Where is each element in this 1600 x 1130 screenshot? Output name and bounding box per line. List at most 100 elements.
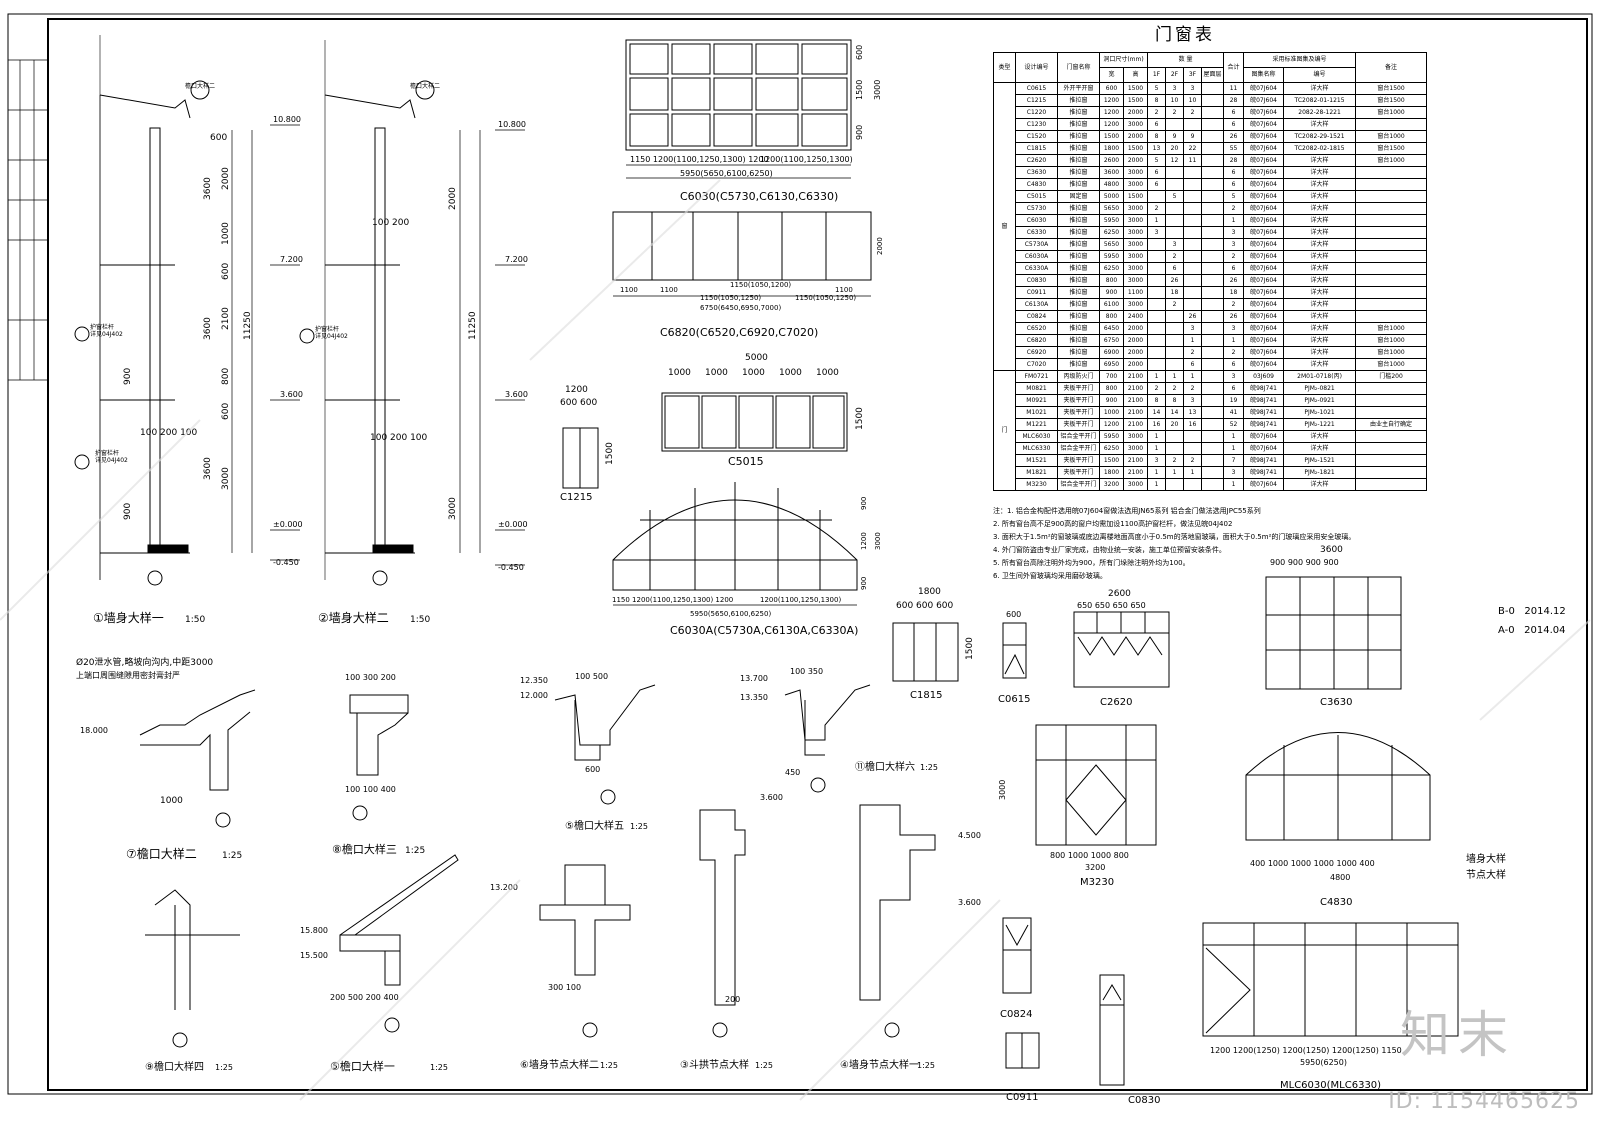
- svg-text:1:25: 1:25: [215, 1063, 233, 1072]
- table-cell: 皖07J604: [1243, 358, 1285, 371]
- table-cell: 皖07J604: [1243, 118, 1285, 131]
- table-cell: [1200, 214, 1225, 227]
- wall-section-2: [299, 40, 525, 586]
- table-cell: [1355, 226, 1428, 239]
- table-cell: 皖07J604: [1243, 310, 1285, 323]
- svg-text:详见04J402: 详见04J402: [315, 332, 348, 340]
- table-cell: [1200, 466, 1225, 479]
- svg-text:1100: 1100: [620, 286, 638, 294]
- table-cell: 5950: [1099, 214, 1124, 227]
- table-cell: 55: [1223, 142, 1245, 155]
- svg-text:1500: 1500: [965, 637, 975, 660]
- table-cell: 推拉窗: [1057, 238, 1100, 251]
- table-cell: [1200, 130, 1225, 143]
- svg-text:护窗栏杆: 护窗栏杆: [90, 323, 114, 331]
- svg-text:3.600: 3.600: [958, 898, 981, 907]
- table-cell: 1: [1183, 334, 1202, 347]
- table-cell: 6: [1223, 106, 1245, 119]
- table-cell: 推拉窗: [1057, 274, 1100, 287]
- table-cell: 4800: [1099, 178, 1124, 191]
- table-cell: [1355, 262, 1428, 275]
- table-cell: PJM₂-1221: [1283, 418, 1357, 431]
- svg-text:12.350: 12.350: [520, 676, 548, 685]
- table-cell: PJM₂-0921: [1283, 394, 1357, 407]
- window-c6030: [625, 39, 852, 179]
- table-cell: 窗台1000: [1355, 358, 1428, 371]
- table-cell: M1821: [1015, 466, 1058, 479]
- table-cell: 1: [1223, 478, 1245, 491]
- table-cell: 窗台1000: [1355, 130, 1428, 143]
- table-cell: 12: [1165, 154, 1184, 167]
- table-cell: 2000: [1123, 322, 1148, 335]
- table-cell: 6: [1147, 118, 1166, 131]
- table-cell: 1: [1223, 214, 1245, 227]
- table-cell: 3: [1165, 238, 1184, 251]
- table-cell: [1355, 382, 1428, 395]
- window-c5015: [661, 392, 848, 452]
- table-cell: 皖07J604: [1243, 250, 1285, 263]
- table-cell: C6520: [1015, 322, 1058, 335]
- table-cell: 详大样: [1283, 238, 1357, 251]
- table-cell: 夹板平开门: [1057, 406, 1100, 419]
- table-cell: 皖07J604: [1243, 154, 1285, 167]
- svg-text:3.600: 3.600: [760, 793, 783, 802]
- table-cell: [1355, 202, 1428, 215]
- table-cell: 1: [1147, 214, 1166, 227]
- svg-text:100 350: 100 350: [790, 667, 823, 676]
- table-cell: MLC6330: [1015, 442, 1058, 455]
- table-cell: 推拉窗: [1057, 310, 1100, 323]
- table-cell: 由业主自行确定: [1355, 418, 1428, 431]
- table-cell: 皖07J604: [1243, 94, 1285, 107]
- th-roof: 屋面层: [1200, 67, 1225, 83]
- table-cell: 1: [1165, 466, 1184, 479]
- table-cell: [1200, 358, 1225, 371]
- table-cell: 26: [1223, 274, 1245, 287]
- table-cell: 1: [1223, 334, 1245, 347]
- table-cell: 600: [1099, 82, 1124, 95]
- table-cell: 皖98J741: [1243, 418, 1285, 431]
- table-cell: [1200, 166, 1225, 179]
- svg-text:⑧檐口大样三: ⑧檐口大样三: [332, 842, 397, 856]
- th-total: 合计: [1223, 52, 1245, 83]
- svg-text:1:25: 1:25: [405, 846, 425, 856]
- table-cell: 1: [1147, 442, 1166, 455]
- table-cell: 详大样: [1283, 214, 1357, 227]
- svg-text:600: 600: [221, 403, 231, 420]
- svg-text:1100: 1100: [835, 286, 853, 294]
- table-cell: 1500: [1123, 82, 1148, 95]
- table-cell: [1200, 238, 1225, 251]
- table-cell: 推拉窗: [1057, 346, 1100, 359]
- table-cell: [1183, 250, 1202, 263]
- table-cell: 2: [1165, 250, 1184, 263]
- svg-text:护窗栏杆: 护窗栏杆: [95, 449, 119, 457]
- door-m3230: 800 1000 1000 800 3200 M3230 3000: [998, 724, 1157, 888]
- svg-text:1200: 1200: [860, 532, 868, 550]
- svg-text:C0824: C0824: [1000, 1009, 1032, 1020]
- table-cell: 窗台1000: [1355, 334, 1428, 347]
- table-title: 门窗表: [1155, 25, 1215, 45]
- svg-text:1150 1200(1100,1250,1300) 1200: 1150 1200(1100,1250,1300) 1200: [612, 596, 733, 604]
- svg-text:C5015: C5015: [728, 455, 764, 468]
- table-cell: 详大样: [1283, 190, 1357, 203]
- table-cell: [1200, 406, 1225, 419]
- table-cell: 3000: [1123, 262, 1148, 275]
- table-cell: 6250: [1099, 442, 1124, 455]
- table-cell: [1200, 382, 1225, 395]
- table-cell: 3600: [1099, 166, 1124, 179]
- table-cell: [1183, 274, 1202, 287]
- table-cell: PJM₂-0821: [1283, 382, 1357, 395]
- svg-text:2000: 2000: [876, 237, 884, 255]
- table-cell: 详大样: [1283, 154, 1357, 167]
- table-cell: 8: [1165, 394, 1184, 407]
- table-cell: 13: [1147, 142, 1166, 155]
- table-cell: [1183, 202, 1202, 215]
- table-cell: C5730A: [1015, 238, 1058, 251]
- table-cell: 9: [1183, 130, 1202, 143]
- table-cell: 3000: [1123, 226, 1148, 239]
- table-cell: 1: [1147, 466, 1166, 479]
- svg-text:1000: 1000: [816, 368, 839, 378]
